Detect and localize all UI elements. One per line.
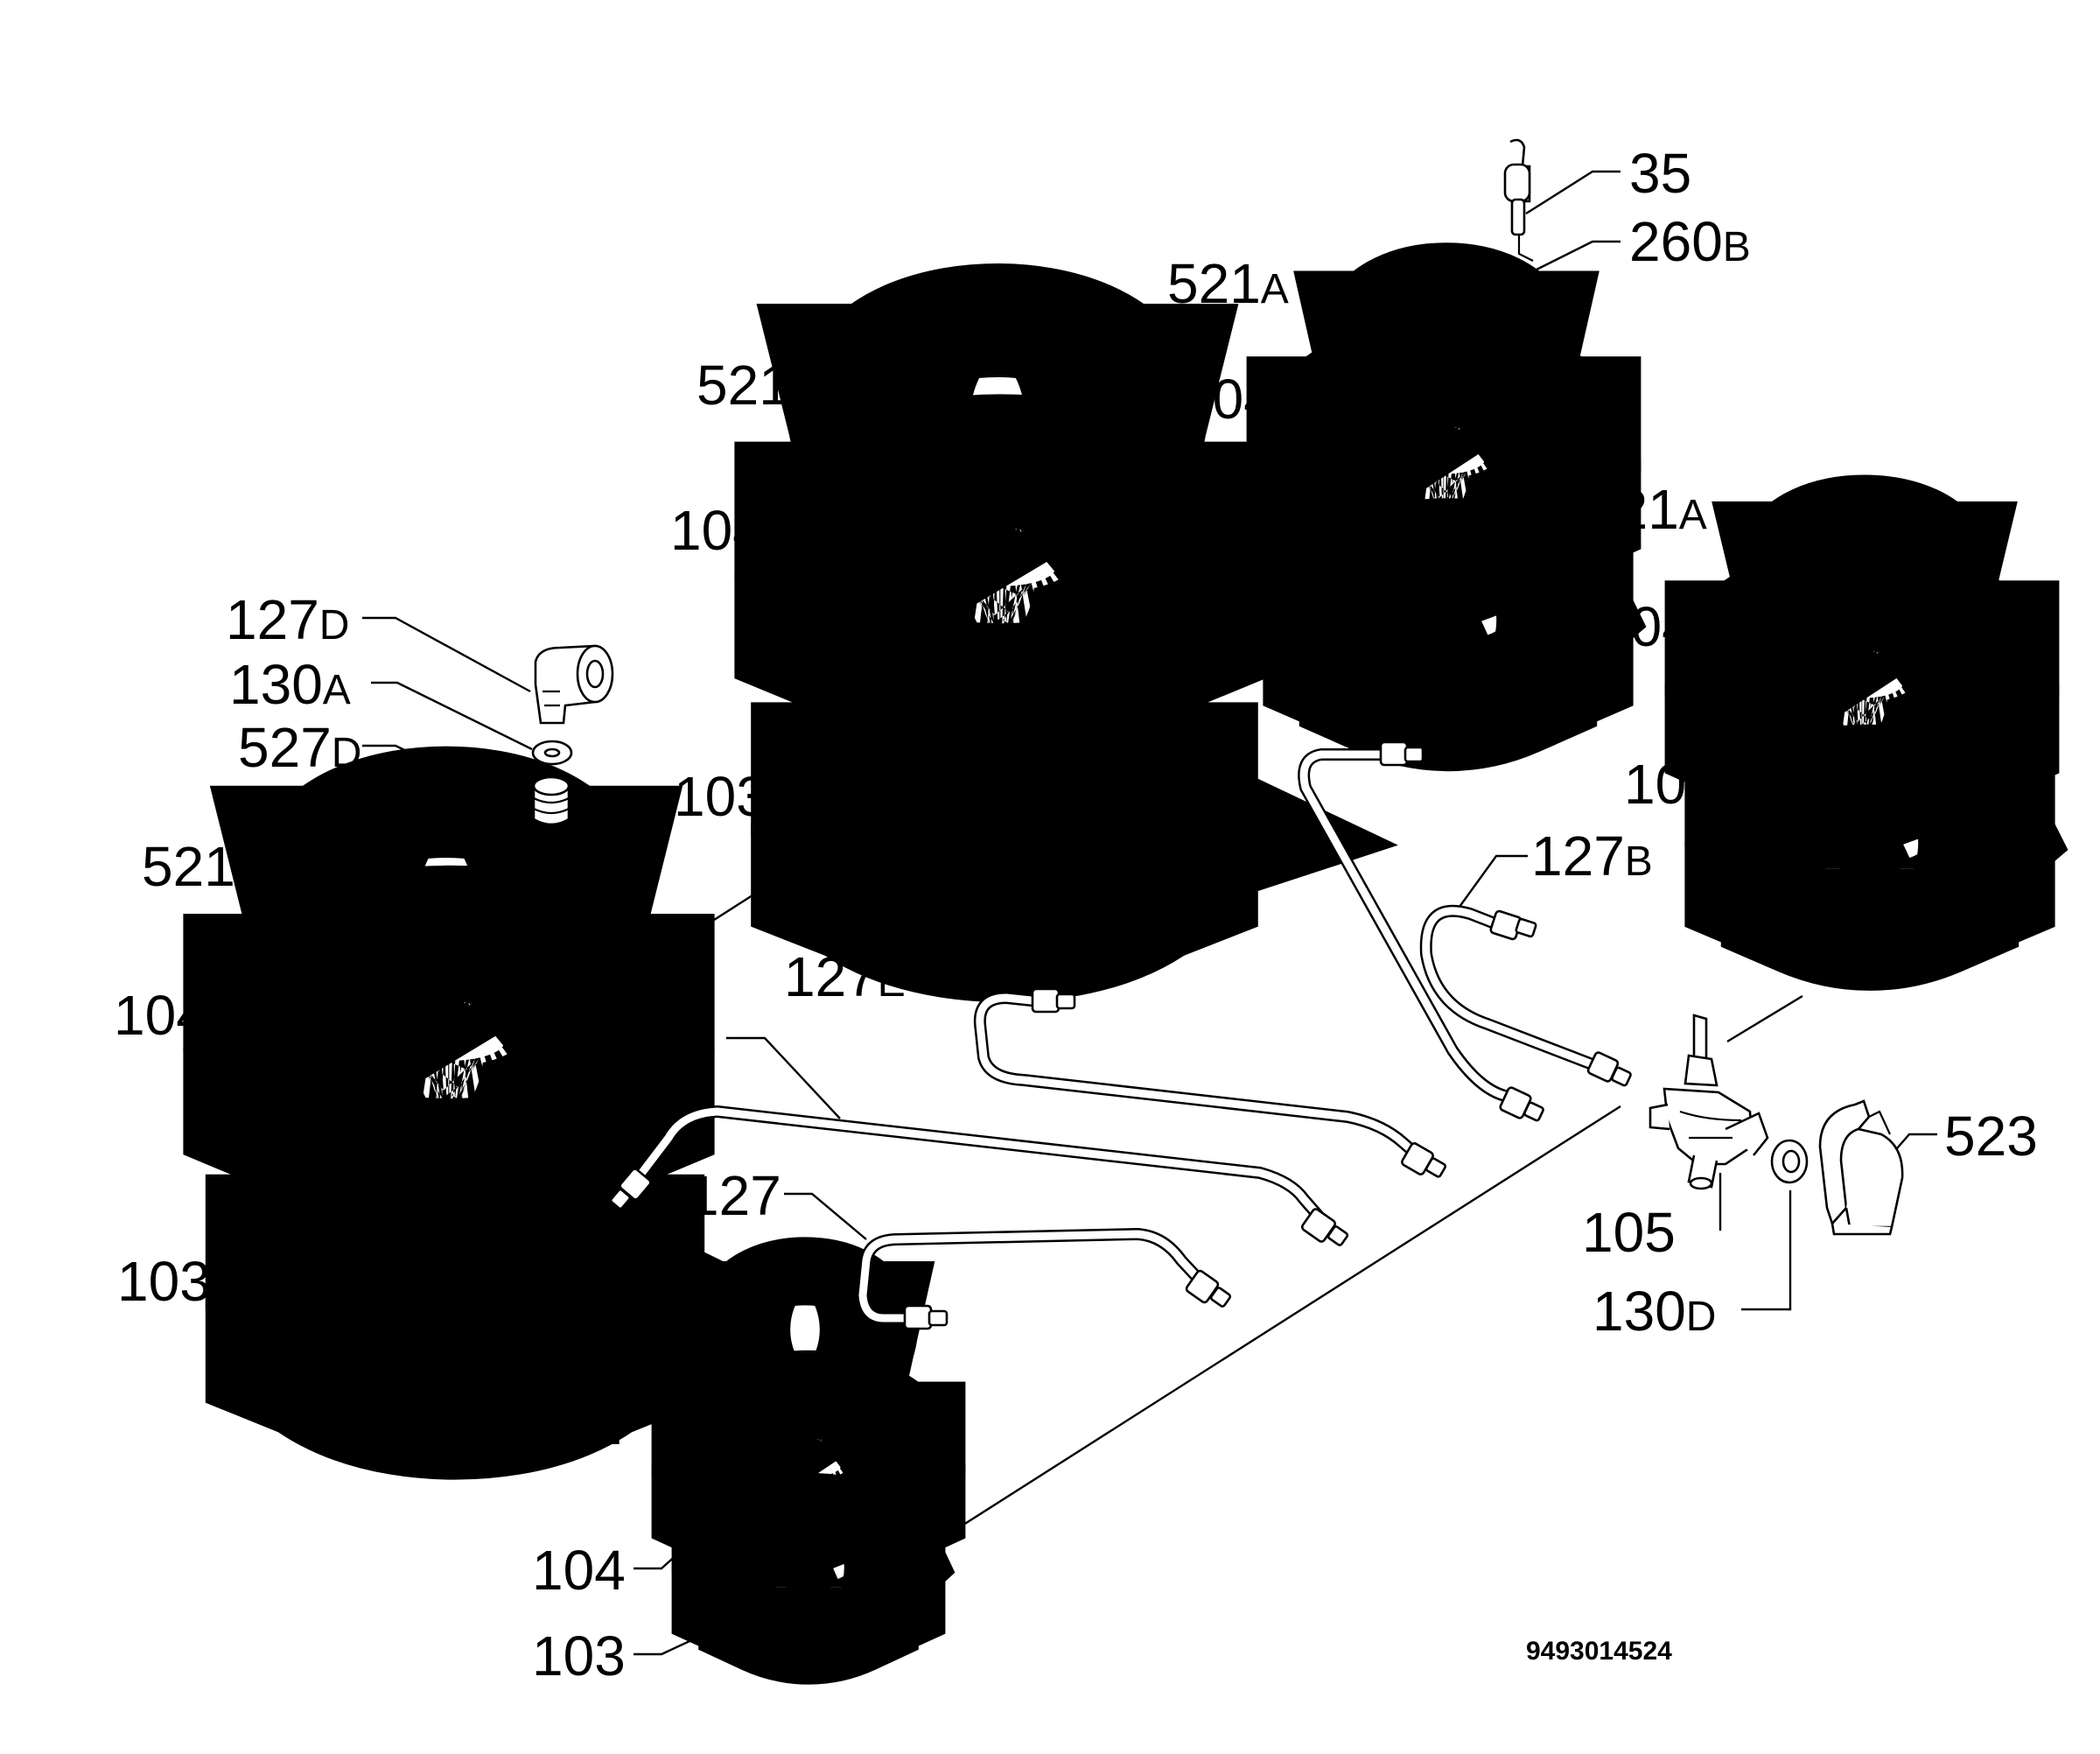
label-104: 104	[532, 1539, 626, 1602]
label-127d: 127D	[226, 588, 349, 651]
label-103a-top: 103A	[1204, 529, 1326, 592]
label-130a: 130A	[229, 653, 351, 716]
pipe-127c	[1298, 740, 1544, 1122]
burner-base-103a-right	[1789, 813, 1950, 902]
pipe-127b	[1419, 904, 1632, 1087]
label-104a-right: 104A	[1600, 595, 1721, 658]
label-104b-middle: 104B	[670, 499, 792, 562]
label-106: 106	[824, 704, 918, 767]
burner-base-103b-left	[346, 1259, 564, 1351]
label-521b-left: 521B	[142, 835, 263, 898]
label-104a-top: 104A	[1181, 368, 1303, 431]
burner-base-103a-top	[1368, 589, 1529, 680]
burner-crown-104a-top	[1358, 427, 1530, 504]
burner-base-103	[749, 1543, 868, 1614]
washer-130a	[531, 740, 573, 766]
label-127c: 127C	[1127, 830, 1250, 893]
label-127e: 127E	[784, 945, 906, 1008]
label-521a-top: 521A	[1167, 252, 1289, 315]
seal-ring-130d	[1770, 1139, 1809, 1184]
burner-crown-104b-left	[333, 1002, 564, 1098]
pipe-127e	[973, 987, 1446, 1178]
label-521b-middle: 521B	[696, 354, 818, 417]
burner-base-103b-middle	[894, 784, 1115, 874]
label-103b-middle: 103B	[674, 765, 795, 828]
burner-crown-104b-middle	[885, 529, 1116, 624]
electrode-35	[1503, 138, 1534, 262]
drawing-number: 9493014524	[1526, 1637, 1672, 1666]
clamp-523	[1818, 1099, 1904, 1236]
nut-527d	[532, 775, 570, 826]
gas-valve-105	[1648, 1014, 1769, 1190]
label-103a-right: 103A	[1624, 753, 1746, 816]
label-35: 35	[1629, 142, 1691, 205]
label-127: 127	[688, 1164, 781, 1227]
label-521a-right: 521A	[1586, 478, 1707, 541]
label-103: 103	[532, 1624, 626, 1687]
label-527d: 527D	[238, 716, 361, 779]
label-127b: 127B	[1531, 824, 1653, 888]
pipe-127a	[610, 1105, 1349, 1246]
elbow-fitting-127d	[534, 644, 614, 725]
pipe-127	[857, 1228, 1232, 1330]
leader-lines	[248, 170, 1937, 1656]
label-260b: 260B	[1629, 210, 1751, 273]
label-523: 523	[1944, 1105, 2038, 1168]
label-104b-left: 104B	[114, 984, 235, 1047]
label-521: 521	[528, 1393, 622, 1456]
label-103b-left: 103B	[117, 1250, 239, 1313]
assembly-lines	[543, 597, 1968, 1553]
label-127a: 127A	[592, 1008, 713, 1071]
label-130d: 130D	[1592, 1280, 1716, 1343]
label-105: 105	[1582, 1201, 1676, 1264]
burner-crown-104a-right	[1776, 651, 1948, 728]
